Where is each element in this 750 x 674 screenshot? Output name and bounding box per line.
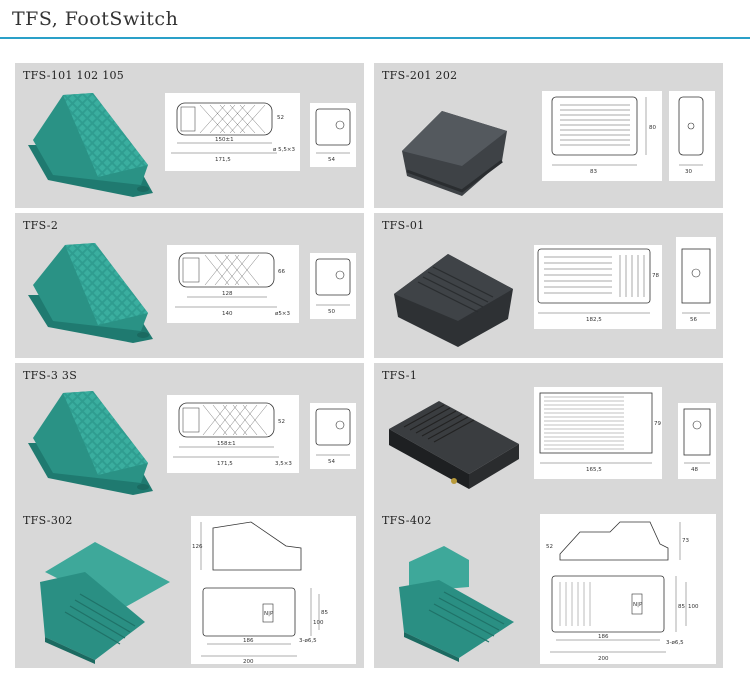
black-pedal-photo <box>384 389 524 499</box>
dark-pedal-photo <box>388 239 523 351</box>
dim-length-outer: 171,5 <box>215 157 231 163</box>
title-divider <box>0 37 750 39</box>
side-dimension-drawing: 150±1 171,5 52 ø 5,5×3 <box>165 93 300 171</box>
top-dimension-drawing: 83 80 <box>542 91 662 181</box>
product-label: TFS-3 3S <box>23 369 78 382</box>
end-dimension-drawing: 30 <box>669 91 715 181</box>
product-panel-tfs-2: TFS-2 128 140 66 ø5×3 <box>15 213 364 358</box>
dimension-drawing: 126 N|P 85 100 186 200 3-ø6,5 <box>191 516 356 664</box>
dim-holes: 3-ø6,5 <box>299 638 317 644</box>
end-dimension-drawing: 48 <box>678 403 716 479</box>
top-dimension-drawing: 182,5 78 <box>534 245 662 329</box>
product-label: TFS-1 <box>382 369 418 382</box>
dim-height: 66 <box>278 269 285 275</box>
dim-height: 52 <box>277 115 284 121</box>
end-dimension-drawing: 54 <box>310 103 356 167</box>
guarded-pedal-photo <box>25 532 175 664</box>
end-dimension-drawing: 54 <box>310 403 356 469</box>
dim-length-186: 186 <box>598 634 609 640</box>
end-dimension-drawing: 56 <box>676 237 716 329</box>
dim-length: 165,5 <box>586 467 602 473</box>
dim-width: 54 <box>328 459 335 465</box>
top-dimension-drawing: 165,5 79 <box>534 387 662 479</box>
dim-depth: 80 <box>649 125 656 131</box>
dim-width: 54 <box>328 157 335 163</box>
dim-length-outer: 140 <box>222 311 233 317</box>
dim-length-200: 200 <box>243 659 254 664</box>
dim-height: 126 <box>192 544 203 550</box>
teal-pedal-photo <box>23 85 163 203</box>
dim-length: 83 <box>590 169 597 175</box>
product-label: TFS-2 <box>23 219 59 232</box>
product-panel-tfs-302: TFS-302 126 N|P 85 100 186 200 <box>15 508 364 668</box>
dim-width-100: 100 <box>688 604 699 610</box>
product-panel-tfs-201: TFS-201 202 83 80 30 <box>374 63 723 208</box>
dim-depth: 78 <box>652 273 659 279</box>
dim-width-85: 85 <box>321 610 328 616</box>
product-panel-tfs-101: TFS-101 102 105 150±1 171,5 52 <box>15 63 364 208</box>
dark-pedal-photo <box>392 91 517 201</box>
dim-width: 30 <box>685 169 692 175</box>
teal-pedal-photo <box>23 383 163 501</box>
dim-length-186: 186 <box>243 638 254 644</box>
dim-width: 56 <box>690 317 697 323</box>
product-label: TFS-402 <box>382 514 432 527</box>
dim-length-inner: 150±1 <box>215 137 234 143</box>
side-dimension-drawing: 158±1 171,5 52 3,5×3 <box>167 395 299 473</box>
dim-height-52: 52 <box>546 544 553 550</box>
dim-holes: 3-ø6,5 <box>666 640 684 646</box>
dim-length-inner: 158±1 <box>217 441 236 447</box>
dim-length-outer: 171,5 <box>217 461 233 467</box>
dim-depth: 79 <box>654 421 661 427</box>
side-dimension-drawing: 128 140 66 ø5×3 <box>167 245 299 323</box>
product-panel-tfs-01: TFS-01 182,5 78 <box>374 213 723 358</box>
np-marking: N|P <box>633 602 643 608</box>
dim-hole: 3,5×3 <box>275 461 292 467</box>
dimension-drawing: 73 52 N|P 85 100 186 200 3-ø6,5 <box>540 514 716 664</box>
product-panel-tfs-402: TFS-402 73 52 N|P 85 <box>374 508 723 668</box>
dim-width: 50 <box>328 309 335 315</box>
page-title: TFS, FootSwitch <box>12 8 179 30</box>
product-panel-tfs-3: TFS-3 3S 158±1 171,5 52 3,5×3 <box>15 363 364 508</box>
dim-width: 48 <box>691 467 698 473</box>
dim-hole: ø5×3 <box>275 311 290 317</box>
teal-pedal-photo <box>23 235 163 350</box>
dim-height-73: 73 <box>682 538 689 544</box>
dim-length-inner: 128 <box>222 291 233 297</box>
product-label: TFS-101 102 105 <box>23 69 125 82</box>
dim-height: 52 <box>278 419 285 425</box>
dim-width-100: 100 <box>313 620 324 626</box>
product-label: TFS-01 <box>382 219 425 232</box>
np-marking: N|P <box>264 611 274 617</box>
end-dimension-drawing: 50 <box>310 253 356 319</box>
guarded-pedal-photo <box>384 532 524 662</box>
dim-width-85: 85 <box>678 604 685 610</box>
product-label: TFS-201 202 <box>382 69 458 82</box>
product-label: TFS-302 <box>23 514 73 527</box>
dim-length: 182,5 <box>586 317 602 323</box>
product-panel-tfs-1: TFS-1 165,5 79 <box>374 363 723 508</box>
dim-hole: ø 5,5×3 <box>273 147 295 153</box>
dim-length-200: 200 <box>598 656 609 662</box>
